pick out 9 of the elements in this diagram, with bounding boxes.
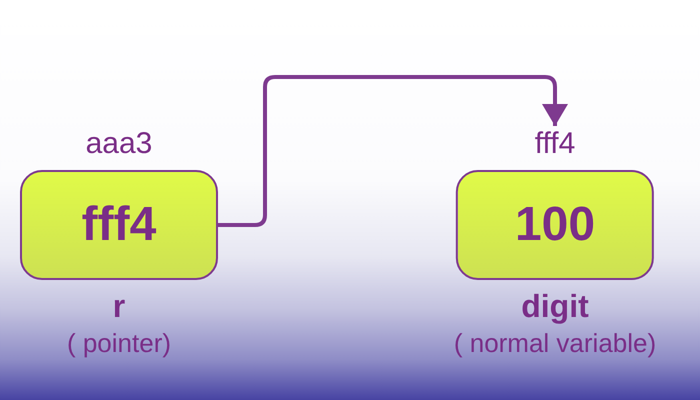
arrow (218, 75, 568, 227)
variable-type-note: ( pointer) (66, 328, 172, 358)
address-label: fff4 (534, 126, 576, 162)
address-label: aaa3 (86, 126, 152, 162)
value-text: fff4 (82, 198, 156, 252)
variable-name: digit (521, 288, 589, 324)
variable-name: r (112, 288, 126, 324)
value-text: 100 (514, 198, 596, 252)
variable-type-note: ( normal variable) (454, 328, 656, 358)
